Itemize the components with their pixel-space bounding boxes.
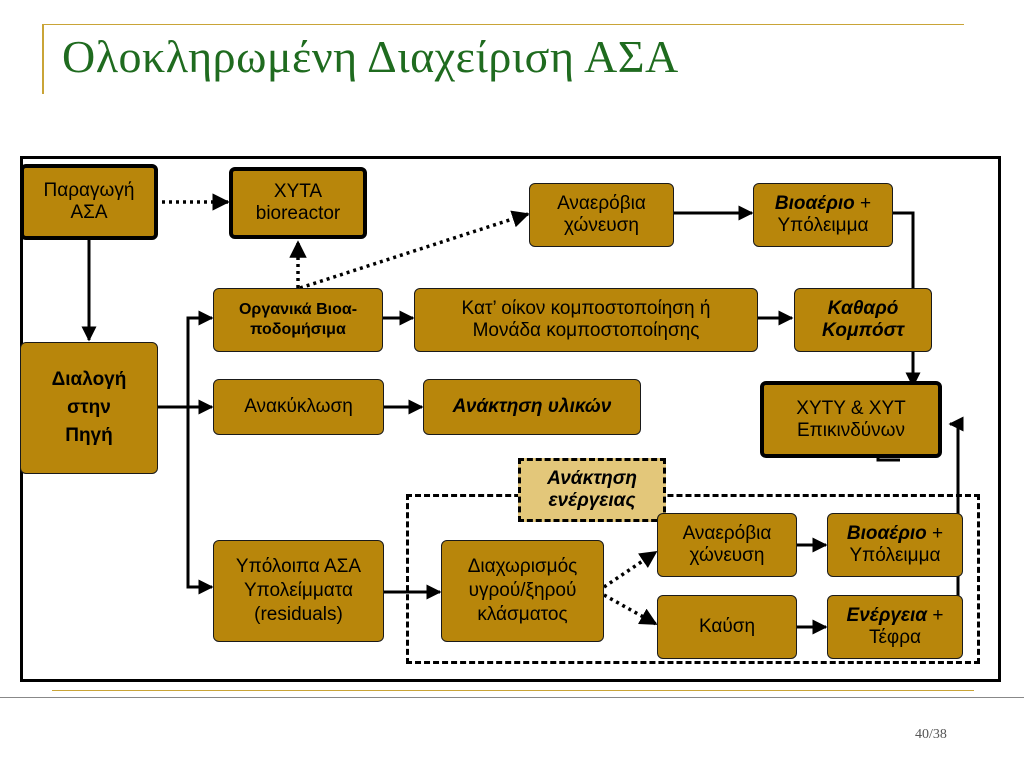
footer-rule-gray: [0, 697, 1024, 698]
biogas-top-box: Βιοαέριο +Υπόλειμμα: [753, 183, 893, 247]
biogas-bottom-box: Βιοαέριο +Υπόλειμμα: [827, 513, 963, 577]
page-number: 40/38: [915, 727, 947, 742]
material-recovery-box: Ανάκτηση υλικών: [423, 379, 641, 435]
title-accent-bar: [42, 24, 44, 94]
incineration-box: Καύση: [657, 595, 797, 659]
recycling-box: Ανακύκλωση: [213, 379, 384, 435]
organic-biodegradable-box: Οργανικά Βιοα-ποδομήσιμα: [213, 288, 383, 352]
energy-ash-box: Ενέργεια +Τέφρα: [827, 595, 963, 659]
slide-title: Ολοκληρωμένη Διαχείριση ΑΣΑ: [62, 31, 679, 82]
top-rule: [42, 24, 964, 25]
energy-recovery-region: [406, 494, 980, 664]
footer-rule-gold: [52, 690, 974, 691]
